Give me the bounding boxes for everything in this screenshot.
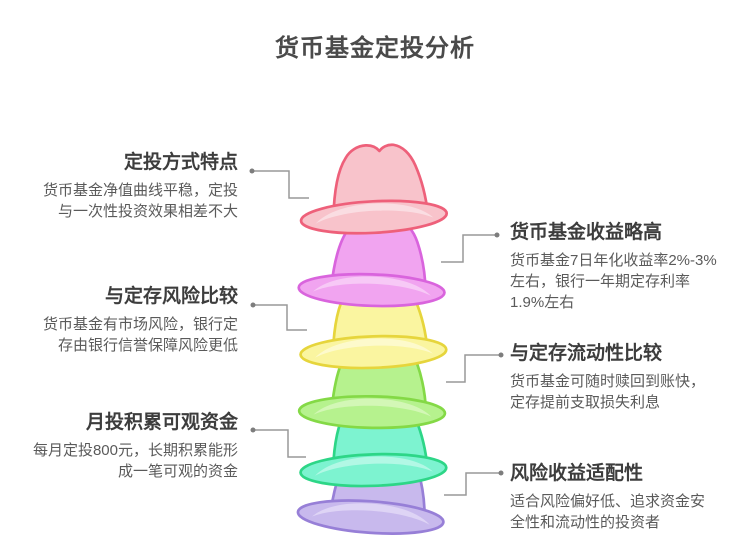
connector-right-1: [441, 232, 500, 263]
annotation-monthly-accumulation: 月投积累可观资金 每月定投800元，长期积累能形 成一笔可观的资金: [6, 411, 238, 482]
hat-pink: [295, 139, 449, 238]
annotation-title: 定投方式特点: [123, 152, 238, 173]
annotation-title: 货币基金收益略高: [510, 222, 663, 243]
annotation-invest-method: 定投方式特点 货币基金净值曲线平稳，定投 与一次性投资效果相差不大: [6, 151, 238, 222]
annotation-risk-return-fit: 风险收益适配性 适合风险偏好低、追求资金安 全性和流动性的投资者: [510, 462, 742, 533]
connector-left-2: [250, 302, 307, 331]
connector-left-1: [249, 168, 309, 199]
annotation-yield-higher: 货币基金收益略高 货币基金7日年化收益率2%-3% 左右，银行一年期定存利率 1…: [510, 221, 742, 313]
annotation-title: 与定存风险比较: [104, 286, 238, 307]
connector-right-3: [444, 470, 504, 496]
annotation-title: 月投积累可观资金: [85, 412, 238, 433]
annotation-risk-compare: 与定存风险比较 货币基金有市场风险，银行定 存由银行信誉保障风险更低: [6, 285, 238, 356]
annotation-desc: 货币基金可随时赎回到账快， 定存提前支取损失利息: [510, 373, 706, 411]
connector-left-3: [250, 427, 306, 458]
annotation-desc: 适合风险偏好低、追求资金安 全性和流动性的投资者: [510, 493, 706, 531]
annotation-desc: 货币基金有市场风险，银行定 存由银行信誉保障风险更低: [42, 316, 238, 354]
annotation-title: 与定存流动性比较: [510, 343, 663, 364]
page-title: 货币基金定投分析: [275, 35, 475, 62]
annotation-liquidity-compare: 与定存流动性比较 货币基金可随时赎回到账快， 定存提前支取损失利息: [510, 342, 742, 413]
annotation-desc: 货币基金7日年化收益率2%-3% 左右，银行一年期定存利率 1.9%左右: [510, 252, 717, 311]
annotation-desc: 每月定投800元，长期积累能形 成一笔可观的资金: [32, 442, 238, 480]
annotation-title: 风险收益适配性: [510, 463, 644, 484]
connector-right-2: [446, 352, 504, 383]
annotation-desc: 货币基金净值曲线平稳，定投 与一次性投资效果相差不大: [42, 182, 238, 220]
